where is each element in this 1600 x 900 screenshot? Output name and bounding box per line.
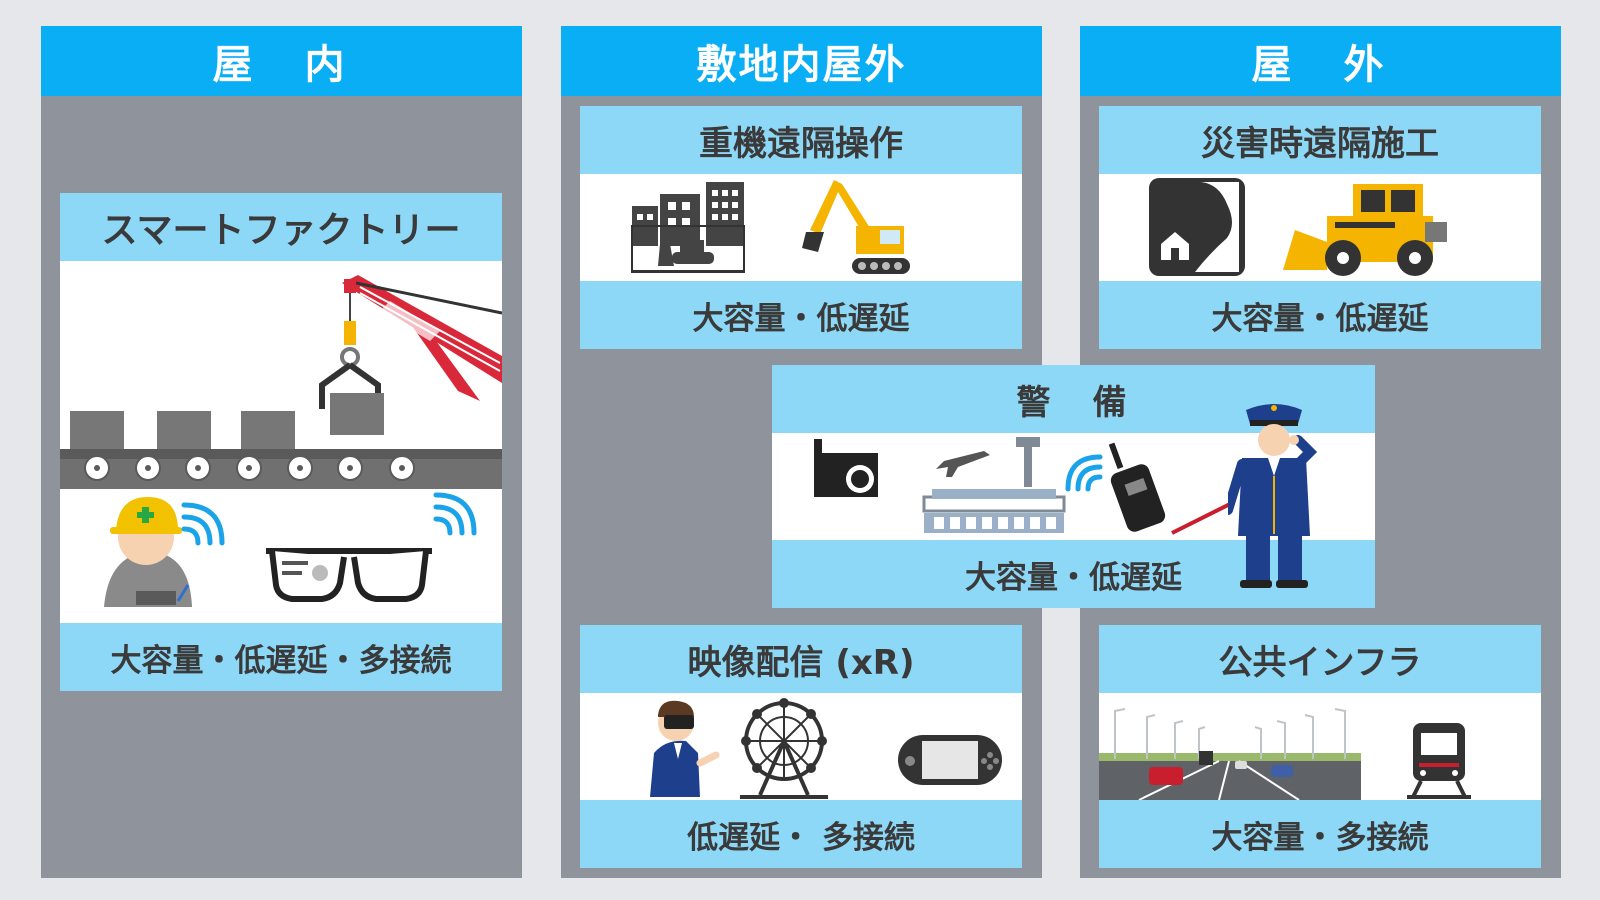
card-disaster: 災害時遠隔施工 — [1099, 106, 1541, 349]
crane-icon — [319, 275, 502, 409]
column-indoor-header: 屋 内 — [41, 26, 522, 96]
card-security-title: 警 備 — [1016, 382, 1131, 423]
card-disaster-footer: 大容量・低遅延 — [1211, 300, 1429, 337]
column-premises-header: 敷地内屋外 — [561, 26, 1042, 96]
card-heavy-machinery-body — [580, 174, 1022, 281]
card-infrastructure-body — [1099, 693, 1541, 800]
column-indoor: 屋 内 スマートファクトリー — [41, 26, 522, 878]
guard-icon — [1228, 404, 1318, 588]
card-heavy-machinery: 重機遠隔操作 — [580, 106, 1022, 349]
card-heavy-machinery-footer: 大容量・低遅延 — [692, 300, 910, 337]
card-smart-factory-title: スマートファクトリー — [101, 210, 461, 251]
wifi-icon — [433, 492, 477, 536]
buildings-icon — [631, 182, 745, 273]
smart-glasses-icon — [266, 548, 432, 602]
security-camera-icon — [814, 439, 878, 497]
card-infrastructure: 公共インフラ — [1099, 625, 1541, 868]
vr-person-icon — [650, 700, 720, 797]
bulldozer-icon — [658, 240, 714, 266]
card-disaster-title: 災害時遠隔施工 — [1201, 123, 1439, 164]
game-console-icon — [898, 735, 1002, 785]
wheel-loader-icon — [1283, 184, 1447, 276]
card-infrastructure-title: 公共インフラ — [1218, 642, 1422, 683]
worker-helmet-icon — [104, 497, 192, 607]
card-disaster-body — [1099, 174, 1541, 281]
card-video-xr-footer: 低遅延・ 多接続 — [687, 819, 915, 856]
landslide-icon — [1149, 178, 1245, 276]
excavator-icon — [802, 180, 910, 274]
wifi-icon — [181, 502, 225, 546]
wifi-icon — [1065, 454, 1103, 492]
card-smart-factory-body — [60, 261, 502, 623]
card-infrastructure-footer: 大容量・多接続 — [1211, 819, 1429, 856]
card-smart-factory-footer: 大容量・低遅延・多接続 — [110, 642, 452, 679]
card-video-xr: 映像配信 (xR) — [580, 625, 1022, 868]
train-icon — [1407, 723, 1471, 799]
airport-icon — [922, 437, 1066, 533]
card-security-footer: 大容量・低遅延 — [965, 559, 1182, 596]
card-smart-factory: スマートファクトリー — [60, 193, 502, 691]
ferris-wheel-icon — [740, 698, 828, 799]
conveyor-belt-icon — [60, 393, 502, 489]
highway-icon — [1099, 708, 1361, 800]
card-video-xr-body — [580, 693, 1022, 800]
card-heavy-machinery-title: 重機遠隔操作 — [699, 123, 903, 164]
guard-icon — [1171, 501, 1233, 535]
walkie-talkie-icon — [1108, 442, 1166, 532]
column-outdoor-header: 屋 外 — [1080, 26, 1561, 96]
card-video-xr-title: 映像配信 (xR) — [687, 642, 915, 683]
